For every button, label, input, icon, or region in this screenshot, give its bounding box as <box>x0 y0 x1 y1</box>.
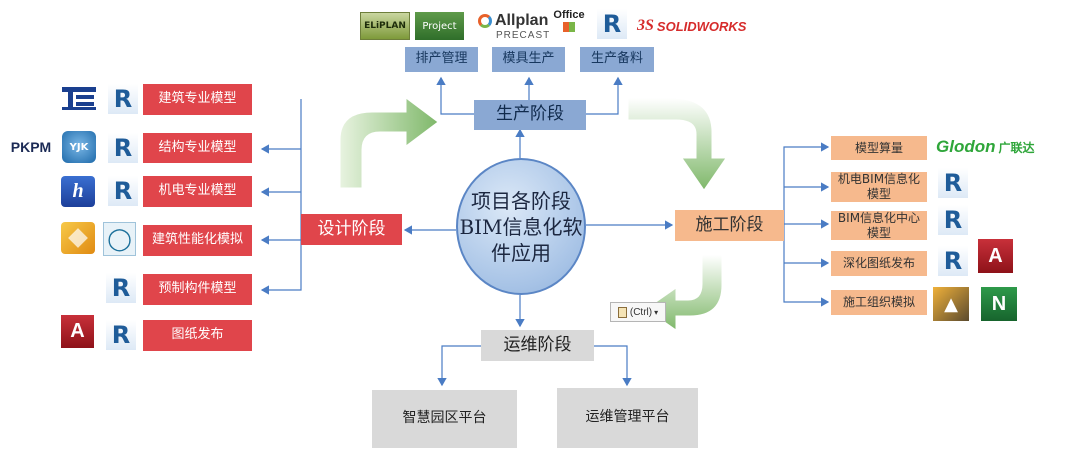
construction-item-organization: 施工组织模拟 <box>831 290 927 315</box>
chevron-down-icon: ▾ <box>654 307 659 317</box>
design-item-mep: 机电专业模型 <box>143 176 252 207</box>
construction-item-mep-bim: 机电BIM信息化模型 <box>831 172 927 202</box>
operation-item-smart-park: 智慧园区平台 <box>372 390 517 448</box>
green-arrow-production-to-construction <box>627 97 727 191</box>
simulation-logo-icon: ◯ <box>103 222 136 256</box>
construction-item-center-bim: BIM信息化中心模型 <box>831 211 927 240</box>
design-item-structure: 结构专业模型 <box>143 133 252 163</box>
operation-item-om-platform: 运维管理平台 <box>557 388 698 448</box>
stage-operation: 运维阶段 <box>481 330 594 361</box>
center-line-3: 件应用 <box>491 240 551 265</box>
construction-tree <box>783 142 830 307</box>
design-tree <box>260 99 302 295</box>
revit-logo-structure: R <box>108 133 138 163</box>
glodon-logo: Glodon 广联达 <box>936 137 1035 156</box>
revit-logo-prefab: R <box>106 273 136 303</box>
design-item-architecture: 建筑专业模型 <box>143 84 252 115</box>
ds-icon: 3S <box>637 17 654 34</box>
design-item-performance: 建筑性能化模拟 <box>143 225 252 256</box>
revit-logo-mep: R <box>108 176 138 206</box>
tianzheng-logo-icon <box>60 84 98 112</box>
center-circle: 项目各阶段 BIM信息化软 件应用 <box>456 158 586 295</box>
hongye-logo-icon: h <box>61 176 95 207</box>
construction-item-deepening: 深化图纸发布 <box>831 251 927 276</box>
eliplan-logo: ELiPLAN <box>360 12 410 40</box>
allplan-swirl-icon <box>478 13 492 28</box>
synchro-logo-icon: ▲ <box>933 287 969 321</box>
project-logo: Project <box>415 12 464 40</box>
allplan-logo: Allplan PRECAST <box>478 10 564 42</box>
revit-logo-drawings: R <box>106 320 136 350</box>
office-logo: Office <box>552 7 586 33</box>
center-line-1: 项目各阶段 <box>471 188 571 213</box>
center-line-2: BIM信息化软 <box>459 214 583 239</box>
revit-logo-center-bim: R <box>938 205 968 235</box>
green-arrow-design-to-production <box>339 97 439 189</box>
clipboard-icon <box>617 306 627 318</box>
paste-hint-label: (Ctrl) <box>629 306 653 318</box>
office-squares-icon <box>563 21 575 32</box>
yjk-logo: YJK <box>62 131 96 163</box>
revit-logo-architecture: R <box>108 84 138 114</box>
production-item-scheduling: 排产管理 <box>405 47 478 72</box>
design-item-prefab: 预制构件模型 <box>143 274 252 305</box>
pkpm-logo: PKPM <box>10 139 52 155</box>
stage-design: 设计阶段 <box>301 214 402 245</box>
revit-logo-top: R <box>597 9 627 39</box>
production-tree <box>436 76 623 115</box>
revit-logo-deepening: R <box>938 246 968 276</box>
operation-tree <box>437 345 632 387</box>
ecotect-sun-icon <box>68 228 88 248</box>
navisworks-logo-icon: N <box>981 287 1017 321</box>
ecotect-logo-icon <box>61 222 95 254</box>
autocad-logo-icon: A <box>61 315 94 348</box>
paste-options-button[interactable]: (Ctrl) ▾ <box>610 302 666 322</box>
solidworks-logo: 3S SOLIDWORKS <box>637 17 747 34</box>
construction-item-quantity: 模型算量 <box>831 136 927 160</box>
design-item-drawings: 图纸发布 <box>143 320 252 351</box>
revit-logo-mep-bim: R <box>938 168 968 198</box>
autocad-logo-deepening-icon: A <box>978 239 1013 273</box>
production-item-mold: 模具生产 <box>492 47 565 72</box>
stage-production: 生产阶段 <box>474 100 586 130</box>
stage-construction: 施工阶段 <box>675 210 784 241</box>
production-item-material: 生产备料 <box>580 47 654 72</box>
